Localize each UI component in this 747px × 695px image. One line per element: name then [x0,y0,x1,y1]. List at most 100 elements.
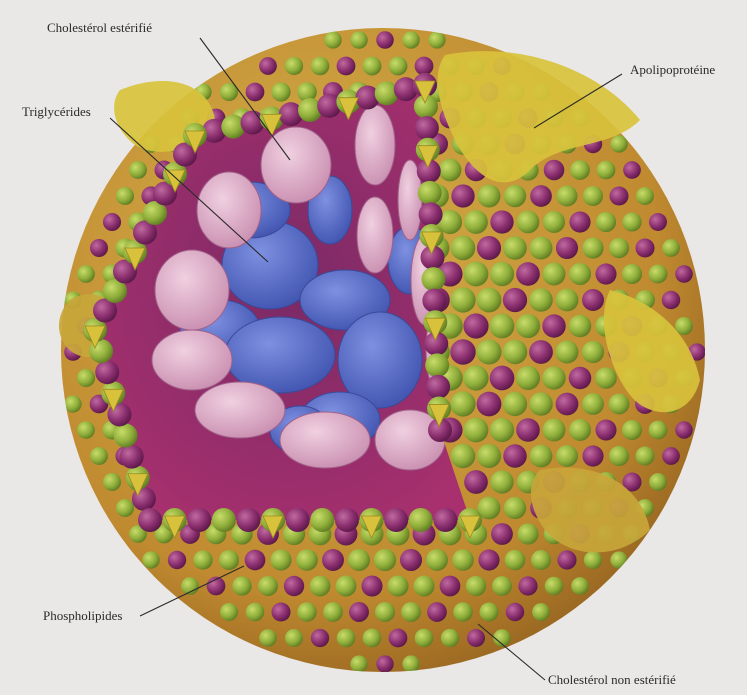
phospholipid-head [504,497,526,519]
rim-head [310,508,334,532]
phospholipid-head [361,575,382,596]
phospholipid-head [350,655,367,672]
label-cholesterol-esterified: Cholestérol estérifié [47,20,152,36]
phospholipid-head [544,160,565,181]
phospholipid-head [374,549,396,571]
phospholipid-head [584,551,602,569]
phospholipid-head [649,421,668,440]
phospholipid-head [477,236,501,260]
phospholipid-head [311,57,330,76]
rim-head [421,267,445,291]
rim-head [286,508,310,532]
phospholipid-head [490,366,515,391]
phospholipid-head [376,655,393,672]
phospholipid-head [477,444,501,468]
phospholipid-head [64,395,81,412]
phospholipid-head [583,186,603,206]
rim-head [415,116,439,140]
rim-head [138,508,162,532]
phospholipid-head [376,31,394,49]
phospholipid-head [450,391,475,416]
phospholipid-head [675,265,693,283]
phospholipid-head [232,576,251,595]
phospholipid-head [529,340,553,364]
phospholipid-head [297,602,316,621]
phospholipid-head [285,629,303,647]
rim-head [425,353,449,377]
phospholipid-head [582,445,603,466]
rim-head [120,445,144,469]
phospholipid-head [116,187,134,205]
phospholipid-head [402,31,419,48]
phospholipid-head [530,445,553,468]
phospholipid-head [285,57,303,75]
phospholipid-head [543,419,566,442]
phospholipid-head [363,629,382,648]
phospholipid-head [582,237,603,258]
phospholipid-head [415,629,434,648]
phospholipid-head [476,339,501,364]
phospholipid-head [323,602,343,622]
phospholipid-head [451,184,474,207]
phospholipid-head [363,57,382,76]
phospholipid-head [467,629,485,647]
phospholipid-head [439,159,462,182]
phospholipid-head [350,31,368,49]
phospholipid-head [490,418,514,442]
phospholipid-head [415,57,434,76]
phospholipid-head [450,287,475,312]
phospholipid-head [506,603,524,621]
phospholipid-head [662,447,680,465]
phospholipid-head [451,236,476,261]
phospholipid-head [530,237,553,260]
phospholipid-head [463,365,488,390]
phospholipid-head [542,366,565,389]
rim-head [422,289,446,313]
phospholipid-head [582,341,604,363]
phospholipid-head [636,187,654,205]
phospholipid-head [503,392,527,416]
phospholipid-head [557,550,576,569]
phospholipid-head [296,549,318,571]
phospholipid-head [609,394,630,415]
phospholipid-head [77,421,95,439]
phospholipid-head [503,236,527,260]
phospholipid-head [531,550,551,570]
phospholipid-head [609,186,628,205]
phospholipid-head [582,289,604,311]
phospholipid-head [451,444,475,468]
phospholipid-head [556,289,579,312]
phospholipid-head [543,211,565,233]
phospholipid-head [284,576,304,596]
rim-head [187,508,211,532]
phospholipid-head [337,57,356,76]
phospholipid-head [557,186,578,207]
phospholipid-head [504,185,526,207]
phospholipid-head [622,420,642,440]
phospholipid-head [555,340,578,363]
rim-head [335,508,359,532]
phospholipid-head [77,265,95,283]
phospholipid-head [478,549,499,570]
rim-head [426,375,450,399]
phospholipid-head [649,265,668,284]
rim-head [419,202,443,226]
phospholipid-head [463,313,488,338]
phospholipid-head [464,262,489,287]
phospholipid-head [517,523,538,544]
label-apolipoprotein: Apolipoprotéine [630,62,715,78]
phospholipid-head [478,185,501,208]
phospholipid-head [324,31,341,48]
phospholipid-head [387,575,408,596]
phospholipid-head [246,83,265,102]
label-phospholipids: Phospholipides [43,608,122,624]
phospholipid-head [529,392,553,416]
phospholipid-head [270,549,291,570]
phospholipid-head [675,421,692,438]
phospholipid-head [427,602,447,622]
phospholipid-head [375,602,395,622]
phospholipid-head [246,603,265,622]
phospholipid-head [505,550,526,571]
